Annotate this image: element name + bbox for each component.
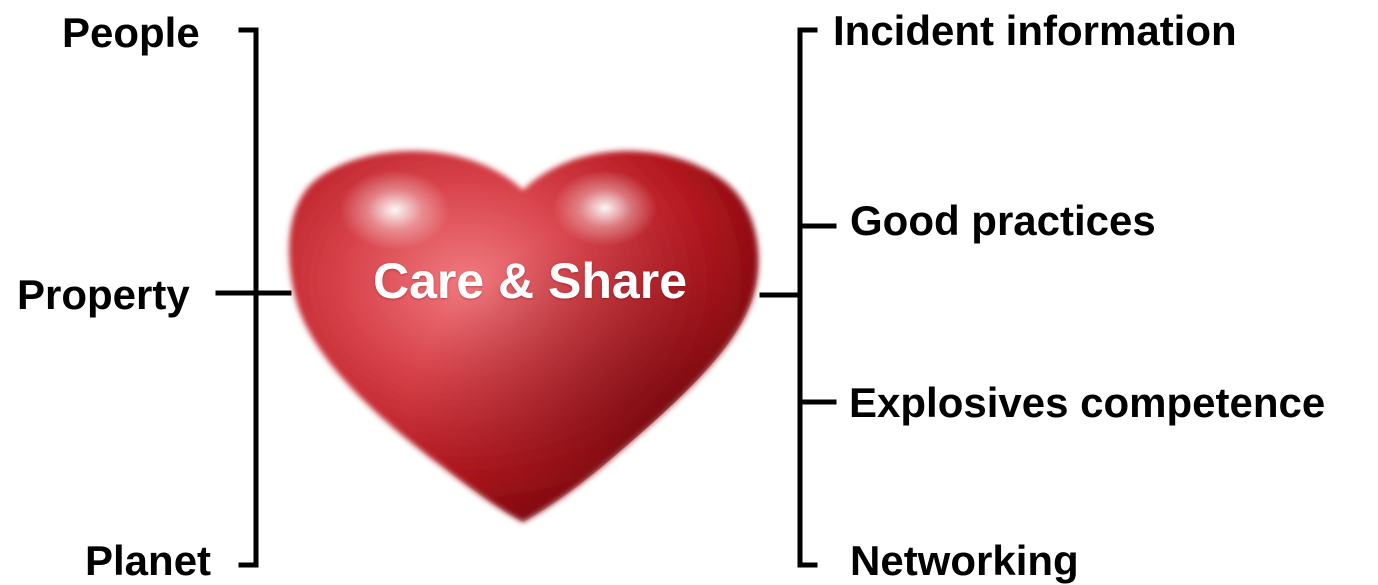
center-label: Care & Share	[372, 253, 688, 309]
right-item-incident-information: Incident information	[833, 7, 1237, 54]
left-item-planet: Planet	[85, 537, 212, 584]
right-item-networking: Networking	[850, 537, 1079, 584]
left-item-people: People	[62, 9, 200, 56]
right-bracket	[759, 27, 837, 568]
left-item-property: Property	[17, 271, 190, 318]
left-bracket	[215, 27, 292, 568]
right-item-good-practices: Good practices	[850, 197, 1156, 244]
right-item-explosives-competence: Explosives competence	[849, 379, 1326, 426]
heart-icon	[289, 150, 759, 522]
